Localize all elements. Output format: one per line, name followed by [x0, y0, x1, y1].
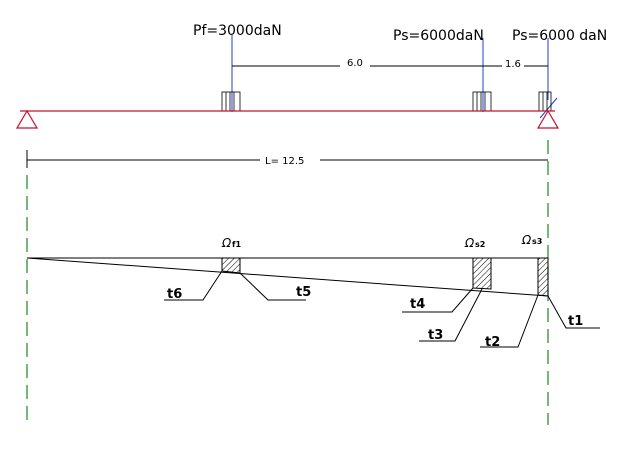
ordinate-leaders — [164, 270, 600, 348]
ordinate-t4: t4 — [410, 297, 425, 312]
area-s3 — [537, 257, 549, 297]
ps1-load-label: Ps=6000daN — [393, 28, 484, 44]
ordinate-t2: t2 — [485, 335, 500, 350]
area-f1-symbol: Ω — [221, 236, 232, 250]
ps1-bearing-block — [472, 91, 492, 112]
area-s3-sub: s3 — [532, 237, 542, 246]
dim-label-6: 6.0 — [347, 58, 363, 69]
area-f1 — [221, 257, 241, 274]
area-s3-symbol: Ω — [521, 233, 532, 247]
span-dim-label: L= 12.5 — [265, 156, 304, 167]
dim-label-1-6: 1.6 — [505, 59, 521, 70]
area-s2-sub: s2 — [475, 240, 485, 249]
ps2-load-tick — [539, 97, 558, 119]
right-support — [536, 109, 560, 129]
ordinate-t3: t3 — [428, 328, 443, 343]
ordinate-t5: t5 — [296, 285, 311, 300]
left-support — [15, 109, 39, 129]
pf-bearing-block — [221, 91, 241, 112]
area-s2-symbol: Ω — [464, 236, 475, 250]
area-s2 — [472, 257, 492, 290]
area-f1-sub: f1 — [232, 240, 241, 249]
influence-slope — [26, 257, 549, 297]
ordinate-t6: t6 — [167, 287, 182, 302]
ps2-bearing-block — [538, 91, 552, 112]
ps2-load-label: Ps=6000 daN — [512, 28, 607, 44]
pf-load-label: Pf=3000daN — [193, 23, 282, 39]
ordinate-t1: t1 — [568, 314, 583, 329]
